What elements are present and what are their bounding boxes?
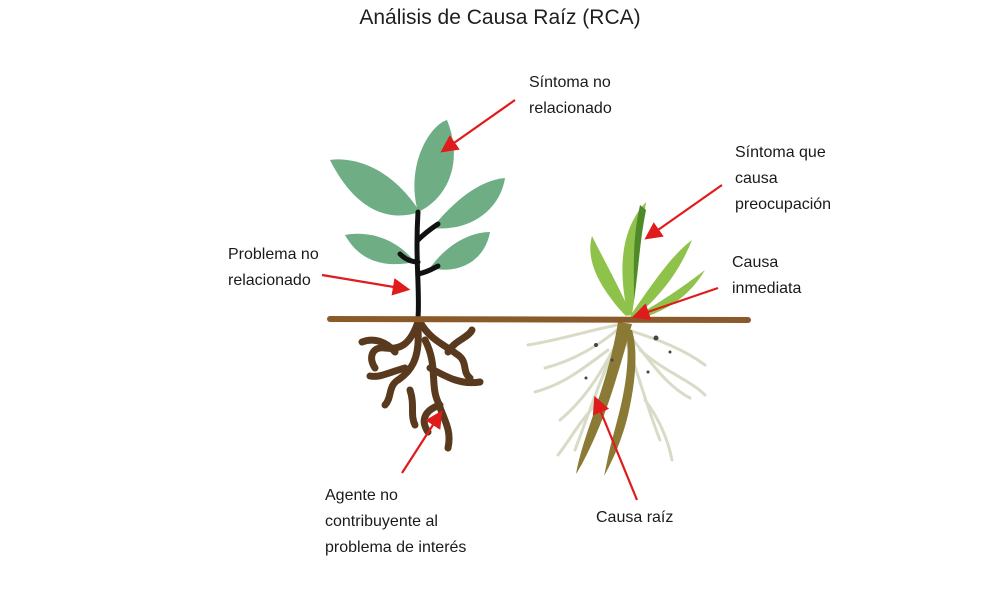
leaf-icon bbox=[430, 232, 490, 270]
leaf-icon bbox=[345, 233, 415, 265]
pointer-arrows bbox=[321, 99, 723, 501]
soil-specks bbox=[584, 335, 672, 380]
arrow-unrelated-problem bbox=[321, 273, 411, 296]
arrow-root-cause bbox=[592, 395, 639, 501]
arrow-non-contributing-agent bbox=[401, 410, 443, 474]
arrow-immediate-cause bbox=[631, 286, 719, 321]
right-plant-blades bbox=[590, 202, 705, 320]
left-plant-stem bbox=[397, 209, 441, 321]
ground-line bbox=[327, 316, 751, 323]
leaf-icon bbox=[432, 178, 505, 229]
label-root-cause: Causa raíz bbox=[596, 509, 674, 526]
arrow-concerning-symptom bbox=[644, 184, 723, 240]
label-unrelated-symptom: Síntoma no relacionado bbox=[529, 74, 612, 117]
label-concerning-symptom: Síntoma que causa preocupación bbox=[735, 144, 832, 213]
leaf-icon bbox=[330, 159, 420, 216]
diagram-title: Análisis de Causa Raíz (RCA) bbox=[359, 6, 641, 29]
label-non-contributing-agent: Agente no contribuyente al problema de i… bbox=[325, 487, 467, 556]
leaf-icon bbox=[414, 120, 454, 212]
right-plant-fine-roots bbox=[526, 322, 707, 462]
left-plant-roots bbox=[358, 318, 484, 452]
arrow-unrelated-symptom bbox=[440, 99, 516, 153]
label-unrelated-problem: Problema no relacionado bbox=[228, 246, 319, 289]
label-immediate-cause: Causa inmediata bbox=[732, 254, 802, 297]
